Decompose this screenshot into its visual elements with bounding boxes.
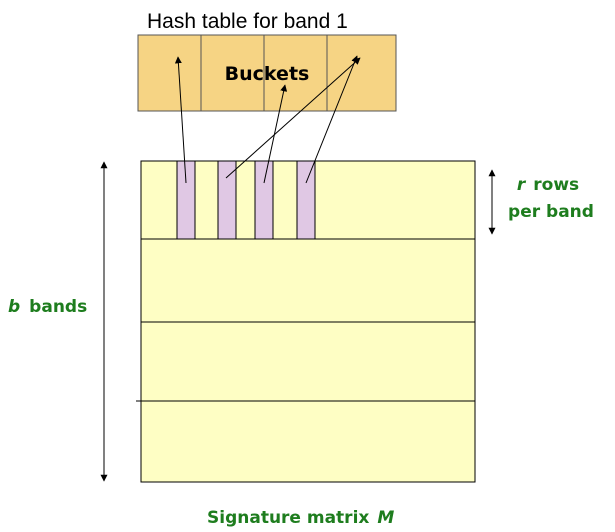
hash-arrow [305,55,358,184]
matrix-caption-text: Signature matrix [207,508,369,528]
band-column-segment [217,160,237,240]
per-band-word: per band [508,202,594,222]
signature-matrix [136,160,476,483]
rows-word: rows [533,175,579,195]
hash-arrow [174,56,187,184]
bands-var: b [8,297,20,317]
hash-arrows [174,55,361,184]
hash-table: Buckets [137,34,397,112]
matrix-caption-var: M [377,508,394,528]
hash-arrow [263,84,288,184]
hash-table-title: Hash table for band 1 [147,10,348,33]
bands-word: bands [29,297,87,317]
band-column-segment [176,160,196,240]
band-column-segment [254,160,274,240]
matrix-caption: Signature matrix M [207,508,394,528]
buckets-label: Buckets [225,63,310,85]
rows-var: r [517,175,527,195]
band-column-segment [296,160,316,240]
hash-arrow [225,57,361,179]
